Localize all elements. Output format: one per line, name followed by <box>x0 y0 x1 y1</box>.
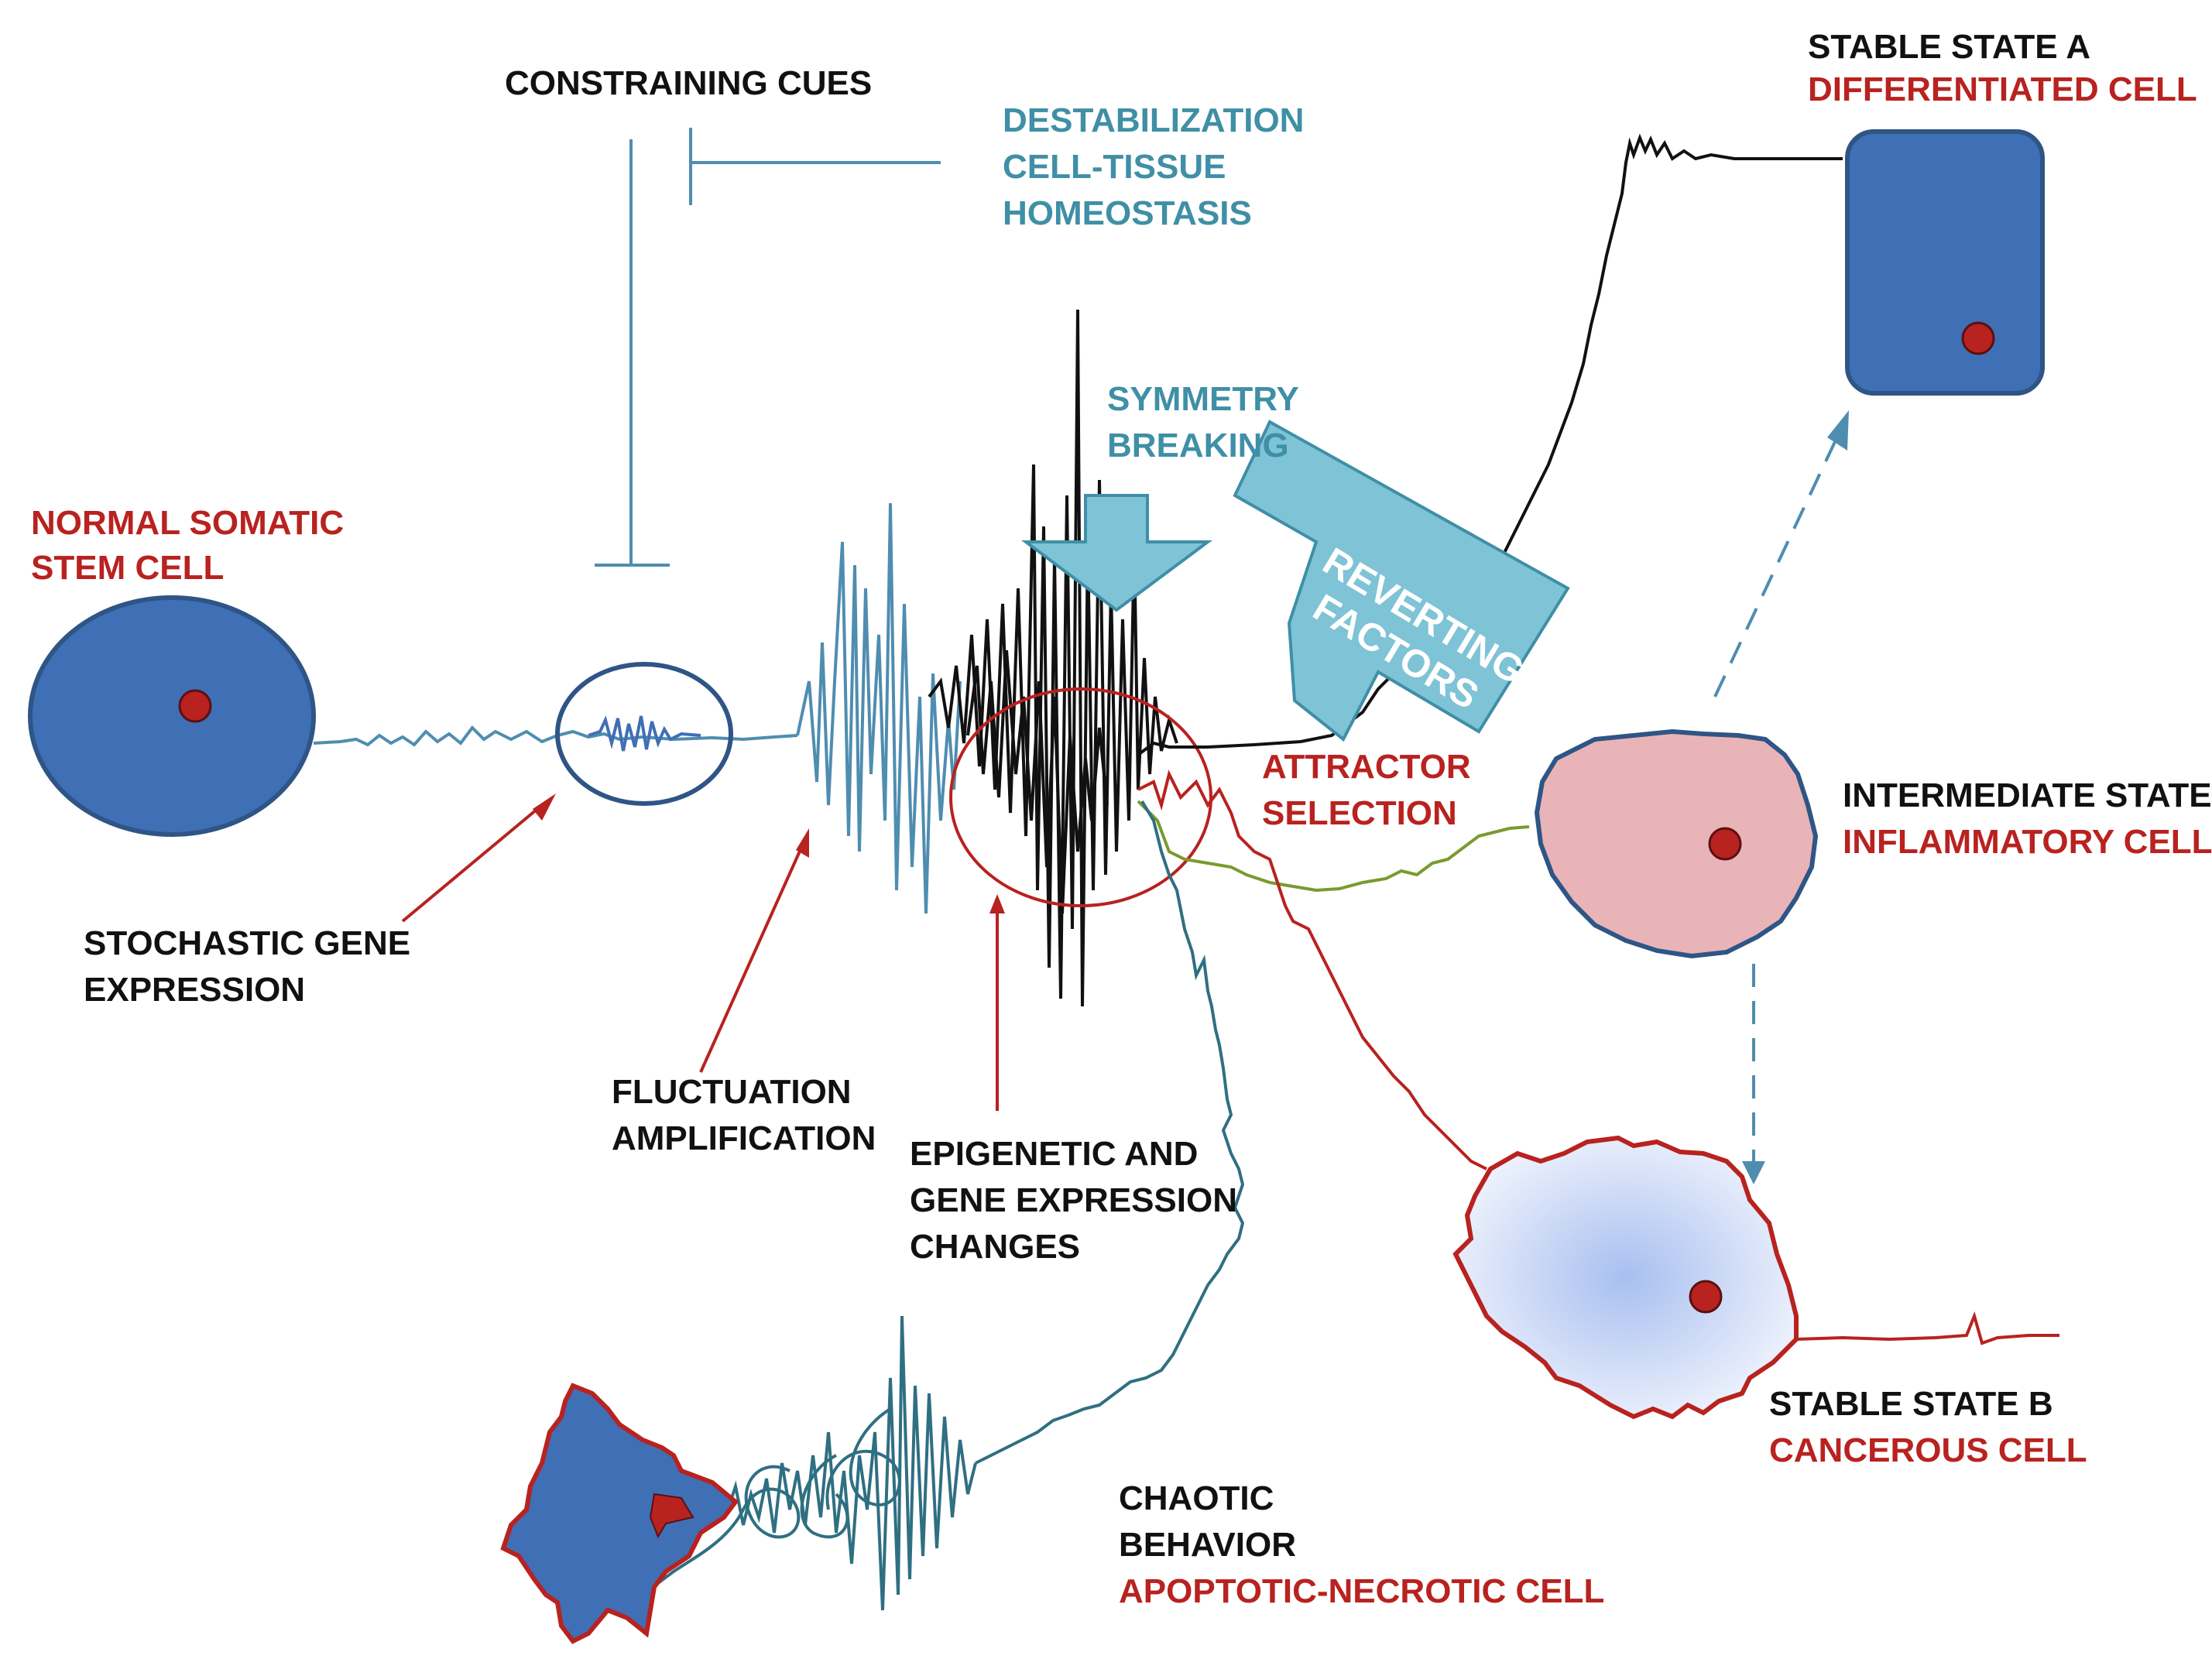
label-stochastic-1: STOCHASTIC GENE <box>84 924 410 962</box>
label-chaotic-behavior: CHAOTIC BEHAVIOR APOPTOTIC-NECROTIC CELL <box>1119 1479 1604 1610</box>
symmetry-breaking-arrow <box>1021 494 1213 612</box>
fluctuation-arrow <box>699 828 809 1073</box>
dashed-arrow-to-differentiated <box>1713 410 1849 697</box>
amplified-fluctuation-trace <box>796 502 962 914</box>
epigenetic-fluctuation-trace <box>928 309 1178 1007</box>
label-epigenetic-3: CHANGES <box>910 1228 1080 1266</box>
label-stable-b-2: CANCEROUS CELL <box>1769 1431 2087 1469</box>
label-constraining-cues: CONSTRAINING CUES <box>505 64 872 102</box>
label-attractor-1: ATTRACTOR <box>1262 748 1471 786</box>
label-symmetry-1: SYMMETRY <box>1107 380 1298 418</box>
label-normal-somatic-2: STEM CELL <box>31 549 224 587</box>
label-symmetry-2: BREAKING <box>1107 427 1289 464</box>
label-stable-a-1: STABLE STATE A <box>1808 28 2090 66</box>
cancerous-cell-icon <box>1452 1135 1799 1420</box>
label-destab-2: CELL-TISSUE <box>1003 148 1226 186</box>
label-normal-somatic-1: NORMAL SOMATIC <box>31 504 344 542</box>
label-fluctuation: FLUCTUATION AMPLIFICATION <box>612 1073 876 1157</box>
label-intermediate-2: INFLAMMATORY CELL <box>1843 823 2212 861</box>
label-stable-b: STABLE STATE B CANCEROUS CELL <box>1769 1385 2087 1469</box>
label-epigenetic-1: EPIGENETIC AND <box>910 1135 1198 1173</box>
path-to-inflammatory <box>1137 800 1530 893</box>
stem-cell-icon <box>28 595 316 837</box>
dashed-arrow-to-cancerous <box>1742 964 1765 1184</box>
label-intermediate-state: INTERMEDIATE STATE INFLAMMATORY CELL <box>1843 776 2212 861</box>
path-to-cancerous <box>1137 769 1487 1170</box>
stochastic-arrow <box>401 793 556 923</box>
necrotic-cell-icon <box>500 1383 739 1644</box>
label-epigenetic-2: GENE EXPRESSION <box>910 1181 1237 1219</box>
label-chaotic-2: BEHAVIOR <box>1119 1526 1296 1564</box>
fluctuation-oval <box>555 662 733 806</box>
label-stochastic-2: EXPRESSION <box>84 971 305 1009</box>
label-attractor-2: SELECTION <box>1262 794 1457 832</box>
stochastic-expression-trace <box>313 725 798 747</box>
label-destab-3: HOMEOSTASIS <box>1003 194 1252 232</box>
label-stable-a: STABLE STATE A DIFFERENTIATED CELL <box>1808 28 2197 108</box>
attractor-selection-circle <box>949 687 1212 907</box>
label-stochastic-gene: STOCHASTIC GENE EXPRESSION <box>84 924 420 1009</box>
reverting-factors-arrow: REVERTING FACTORS <box>1233 420 1570 742</box>
label-stable-a-2: DIFFERENTIATED CELL <box>1808 70 2197 108</box>
epigenetic-fluctuation-trace-2 <box>966 649 1109 914</box>
label-destab-1: DESTABILIZATION <box>1003 101 1304 139</box>
path-to-necrotic <box>975 800 1245 1465</box>
label-normal-somatic: NORMAL SOMATIC STEM CELL <box>31 504 353 587</box>
label-stable-b-1: STABLE STATE B <box>1769 1385 2053 1423</box>
label-attractor-selection: ATTRACTOR SELECTION <box>1262 748 1480 832</box>
label-destabilization: DESTABILIZATION CELL-TISSUE HOMEOSTASIS <box>1003 101 1314 232</box>
label-symmetry-breaking: SYMMETRY BREAKING <box>1107 380 1308 464</box>
label-fluctuation-2: AMPLIFICATION <box>612 1119 876 1157</box>
chaotic-loops-trace <box>588 1407 901 1619</box>
label-epigenetic: EPIGENETIC AND GENE EXPRESSION CHANGES <box>910 1135 1247 1266</box>
differentiated-cell-icon <box>1845 129 2045 396</box>
cancerous-tail-trace <box>1795 1311 2059 1345</box>
chaotic-behavior-trace <box>634 1315 977 1611</box>
label-chaotic-1: CHAOTIC <box>1119 1479 1274 1517</box>
epigenetic-arrow <box>989 894 1005 1111</box>
label-chaotic-3: APOPTOTIC-NECROTIC CELL <box>1119 1572 1604 1610</box>
constraining-cue-inhibitor <box>595 128 941 567</box>
label-intermediate-1: INTERMEDIATE STATE <box>1843 776 2212 814</box>
label-fluctuation-1: FLUCTUATION <box>612 1073 852 1111</box>
inflammatory-cell-icon <box>1534 728 1819 959</box>
